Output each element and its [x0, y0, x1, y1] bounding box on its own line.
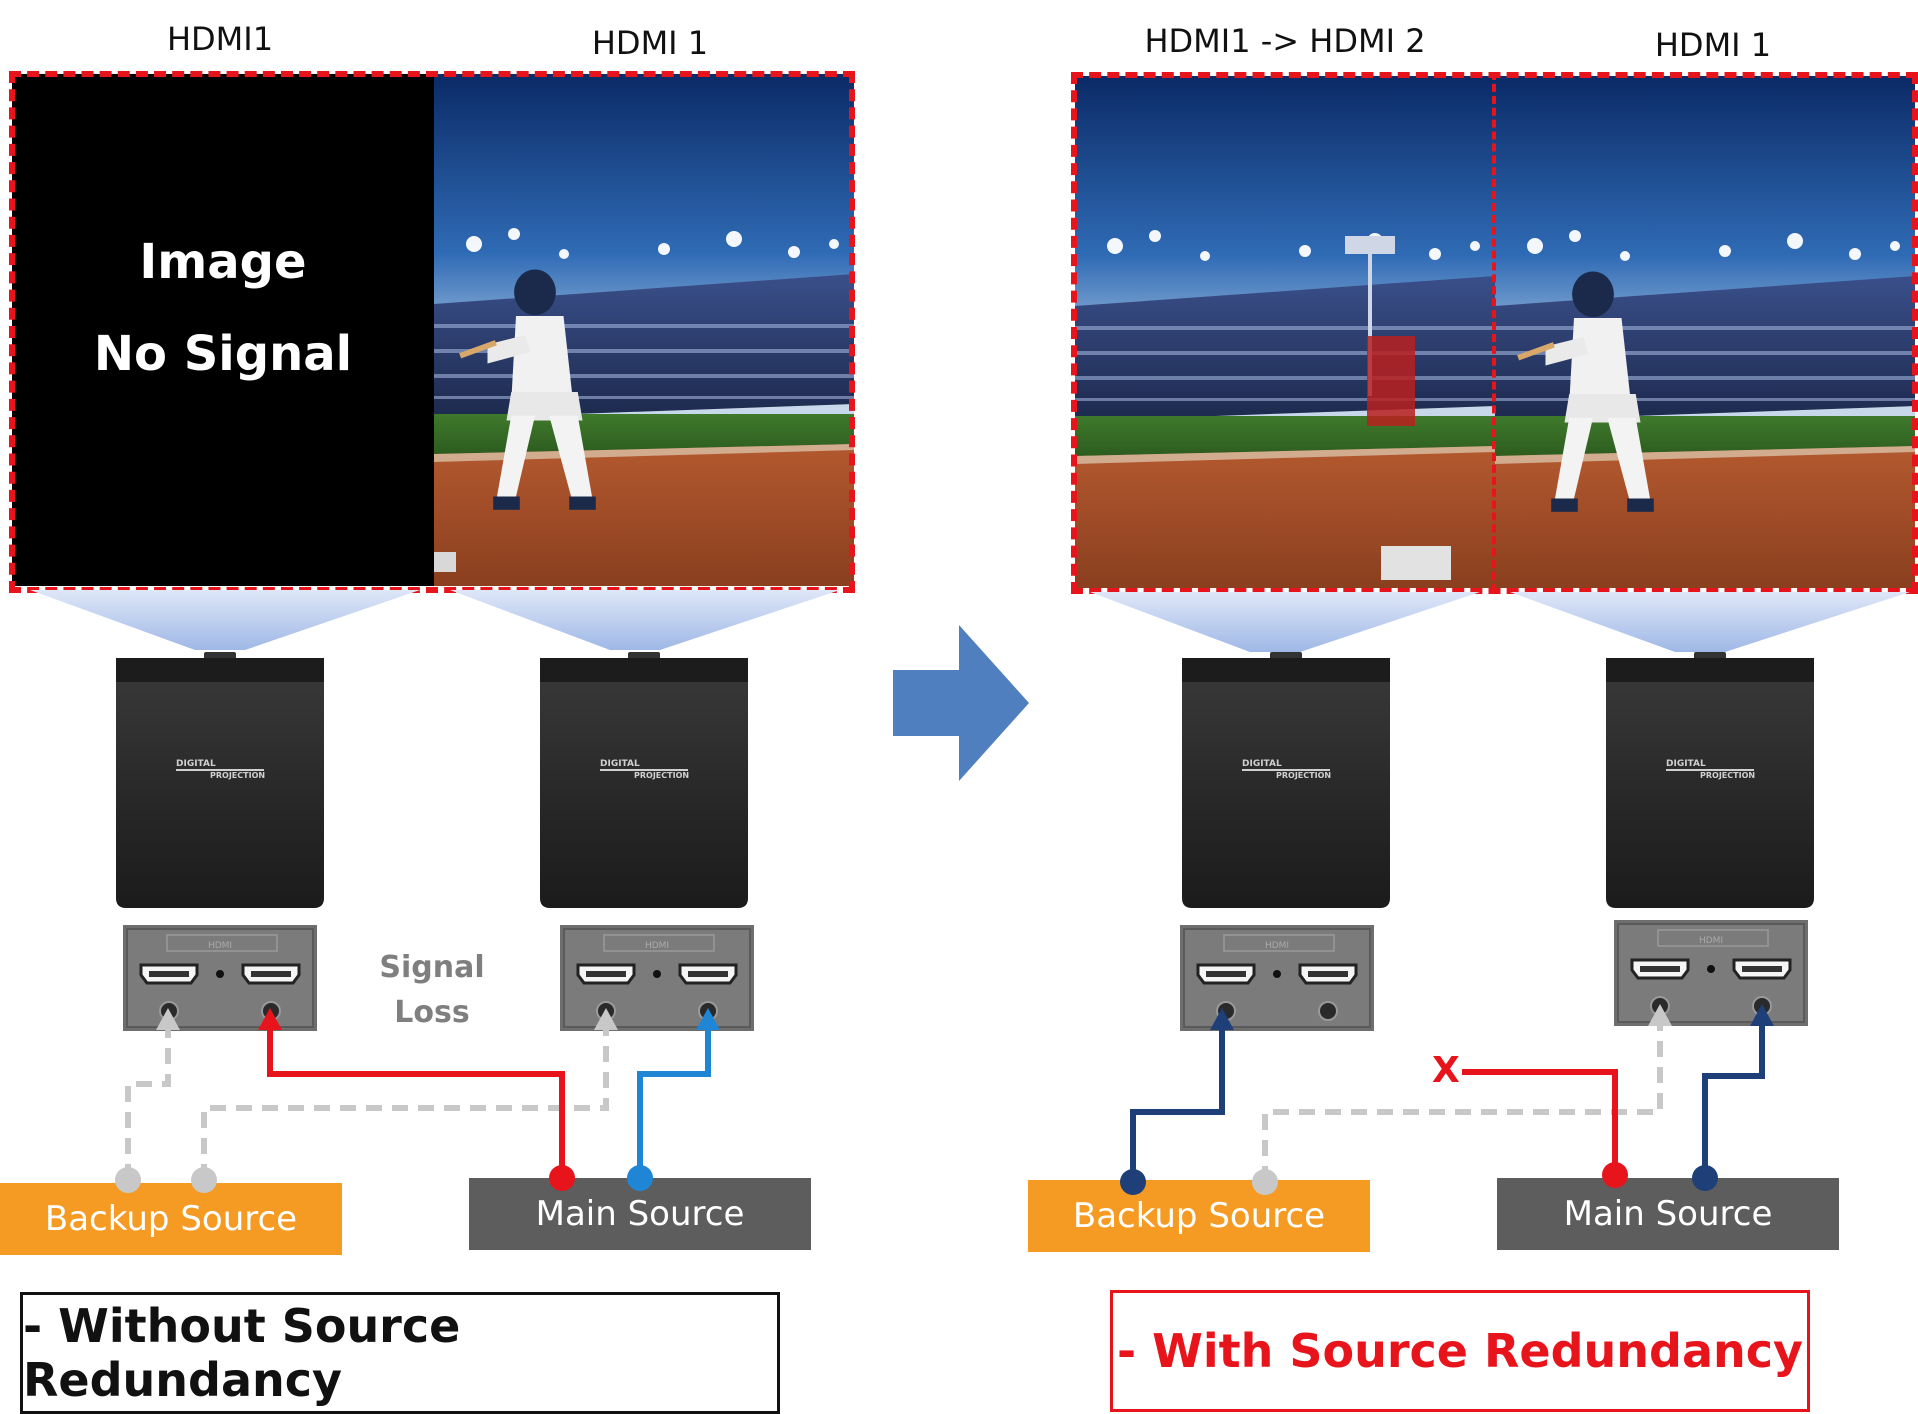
wire-backup-to-proj4	[1262, 1018, 1663, 1182]
left-beams	[30, 590, 840, 650]
label-right-screen-a: HDMI1 -> HDMI 2	[1144, 22, 1426, 60]
caption-with-redundancy: - With Source Redundancy	[1110, 1290, 1810, 1412]
wire-backup-to-proj1	[125, 1022, 171, 1180]
right-beams	[1090, 592, 1910, 652]
backup-source-right: Backup Source	[1028, 1180, 1370, 1252]
wire-backup-to-proj3	[1130, 1022, 1225, 1182]
arrow-right-icon	[893, 625, 1029, 781]
label-left-screen-b: HDMI 1	[591, 24, 709, 62]
no-signal-line1: Image	[139, 234, 307, 290]
wire-main-cut	[1462, 1069, 1618, 1178]
stadium-image-left	[434, 74, 854, 586]
no-signal-screen: Image No Signal	[12, 74, 434, 586]
signal-loss-line1: Signal	[379, 950, 485, 985]
backup-source-left: Backup Source	[0, 1183, 342, 1255]
signal-loss-line2: Loss	[394, 995, 470, 1030]
wire-main-to-proj4	[1702, 1018, 1765, 1178]
wire-main-to-proj1	[267, 1022, 565, 1178]
stadium-image-backup	[1075, 76, 1495, 588]
wire-backup-to-proj2	[201, 1022, 609, 1180]
wire-main-to-proj2	[637, 1022, 711, 1178]
caption-without-redundancy: - Without Source Redundancy	[20, 1292, 780, 1414]
x-mark: X	[1432, 1050, 1460, 1091]
main-source-right: Main Source	[1497, 1178, 1839, 1250]
label-left-screen-a: HDMI1	[166, 20, 274, 58]
label-right-screen-b: HDMI 1	[1654, 26, 1772, 64]
no-signal-line2: No Signal	[93, 326, 353, 382]
